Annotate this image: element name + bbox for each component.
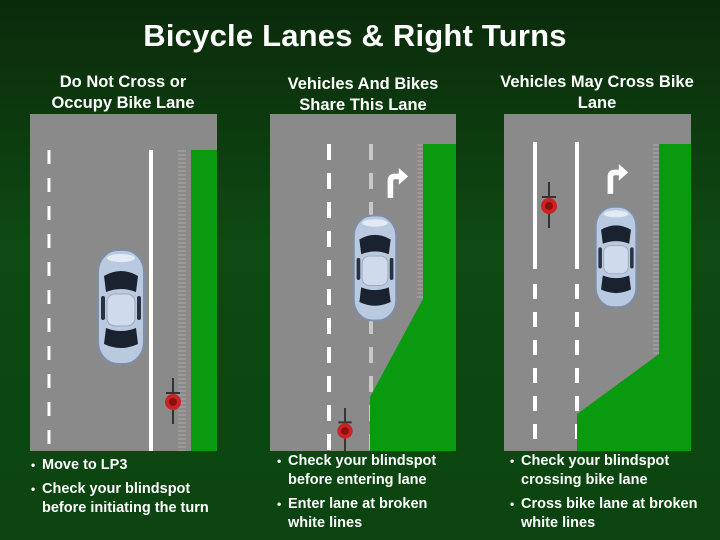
diagram-share-lane	[270, 114, 456, 451]
bullet-item: Check your blindspot before entering lan…	[277, 452, 457, 490]
bullet-list-share-lane: Check your blindspot before entering lan…	[277, 452, 457, 538]
car-icon	[594, 205, 638, 309]
diagram-may-cross-bike-lane	[504, 114, 691, 451]
bullet-list-no-cross: Move to LP3 Check your blindspot before …	[31, 456, 216, 523]
bullet-list-may-cross: Check your blindspot crossing bike lane …	[510, 452, 705, 538]
green-verge	[370, 144, 456, 451]
bullet-item: Cross bike lane at broken white lines	[510, 495, 705, 533]
bullet-item: Move to LP3	[31, 456, 216, 475]
column-heading-may-cross: Vehicles May Cross Bike Lane	[500, 73, 694, 112]
green-verge	[577, 144, 691, 451]
column-heading-share-lane: Vehicles And Bikes Share This Lane	[287, 75, 439, 114]
diagram-no-cross-bike-lane	[30, 114, 217, 451]
green-verge	[191, 150, 217, 451]
bullet-item: Enter lane at broken white lines	[277, 495, 457, 533]
page-title: Bicycle Lanes & Right Turns	[143, 18, 567, 53]
column-heading-no-cross: Do Not Cross or Occupy Bike Lane	[51, 73, 195, 112]
car-icon	[352, 214, 398, 322]
bullet-item: Check your blindspot before initiating t…	[31, 480, 216, 518]
car-icon	[97, 249, 145, 365]
bullet-item: Check your blindspot crossing bike lane	[510, 452, 705, 490]
